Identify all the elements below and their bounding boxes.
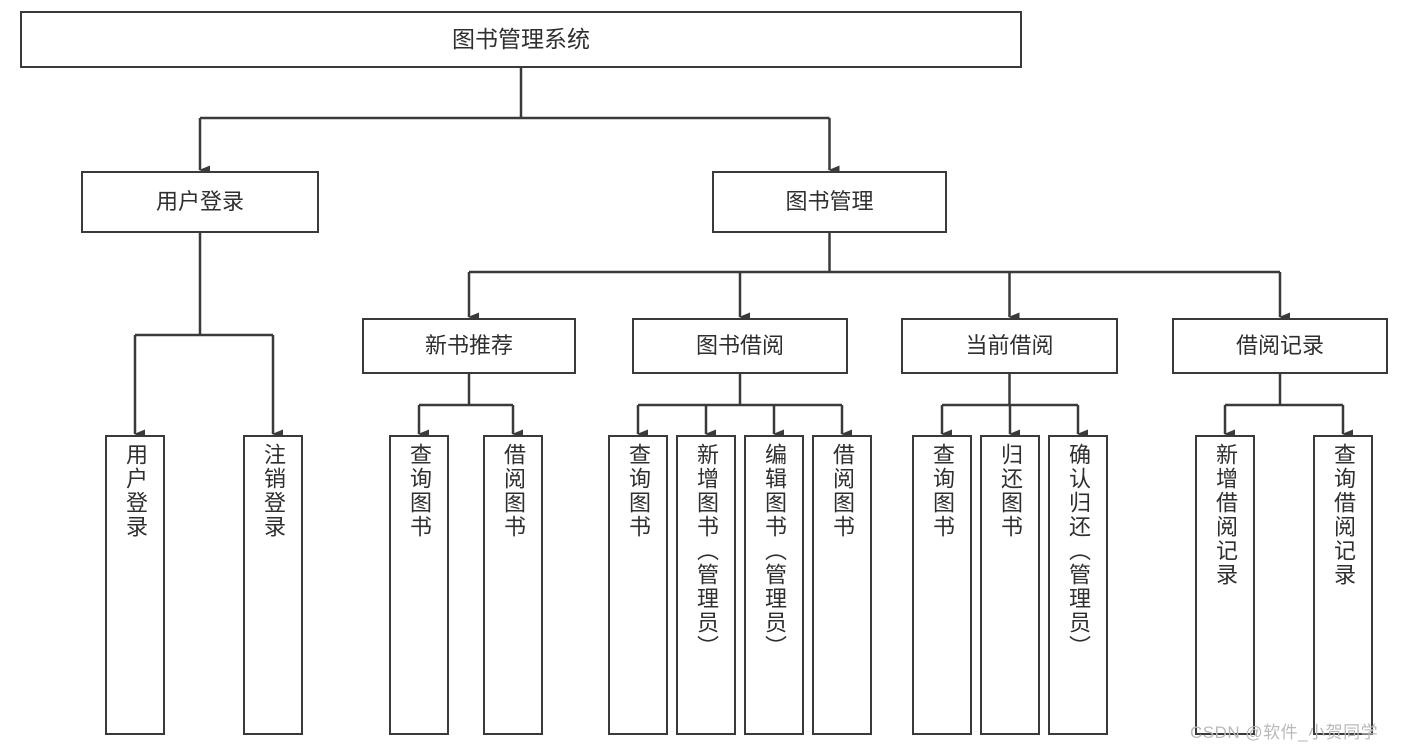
node-label: 归还图书: [998, 443, 1023, 539]
node-label: 图书借阅: [695, 333, 784, 359]
node-leaf06[interactable]: 新增图书（管理员）: [676, 435, 736, 735]
node-leaf12[interactable]: 新增借阅记录: [1195, 435, 1255, 735]
node-label: 新增图书（管理员）: [694, 443, 719, 659]
node-label: 新增借阅记录: [1213, 443, 1238, 587]
node-label: 新书推荐: [424, 333, 513, 359]
node-leaf04[interactable]: 借阅图书: [483, 435, 543, 735]
node-leaf13[interactable]: 查询借阅记录: [1313, 435, 1373, 735]
node-l2d[interactable]: 借阅记录: [1172, 318, 1388, 374]
node-label: 确认归还（管理员）: [1066, 443, 1091, 659]
node-leaf03[interactable]: 查询图书: [389, 435, 449, 735]
node-l2c[interactable]: 当前借阅: [901, 318, 1118, 374]
node-leaf08[interactable]: 借阅图书: [812, 435, 872, 735]
node-label: 查询图书: [626, 443, 651, 539]
node-l2a[interactable]: 新书推荐: [362, 318, 576, 374]
node-label: 用户登录: [155, 189, 244, 215]
node-l1a[interactable]: 用户登录: [81, 171, 319, 233]
node-leaf10[interactable]: 归还图书: [980, 435, 1040, 735]
node-l1b[interactable]: 图书管理: [712, 171, 947, 233]
node-label: 用户登录: [123, 443, 148, 539]
node-label: 借阅图书: [501, 443, 526, 539]
node-leaf11[interactable]: 确认归还（管理员）: [1048, 435, 1108, 735]
node-label: 借阅图书: [830, 443, 855, 539]
node-label: 查询图书: [407, 443, 432, 539]
node-l2b[interactable]: 图书借阅: [632, 318, 848, 374]
node-leaf09[interactable]: 查询图书: [912, 435, 972, 735]
watermark-text: CSDN @软件_小贺同学: [1190, 723, 1379, 742]
node-label: 当前借阅: [965, 333, 1054, 359]
node-leaf07[interactable]: 编辑图书（管理员）: [744, 435, 804, 735]
node-leaf05[interactable]: 查询图书: [608, 435, 668, 735]
node-label: 借阅记录: [1235, 333, 1324, 359]
node-label: 图书管理系统: [452, 26, 590, 53]
node-label: 图书管理: [785, 189, 874, 215]
node-label: 注销登录: [261, 443, 286, 539]
node-leaf01[interactable]: 用户登录: [105, 435, 165, 735]
node-label: 编辑图书（管理员）: [762, 443, 787, 659]
node-root[interactable]: 图书管理系统: [20, 11, 1022, 68]
node-label: 查询借阅记录: [1331, 443, 1356, 587]
node-label: 查询图书: [930, 443, 955, 539]
node-leaf02[interactable]: 注销登录: [243, 435, 303, 735]
